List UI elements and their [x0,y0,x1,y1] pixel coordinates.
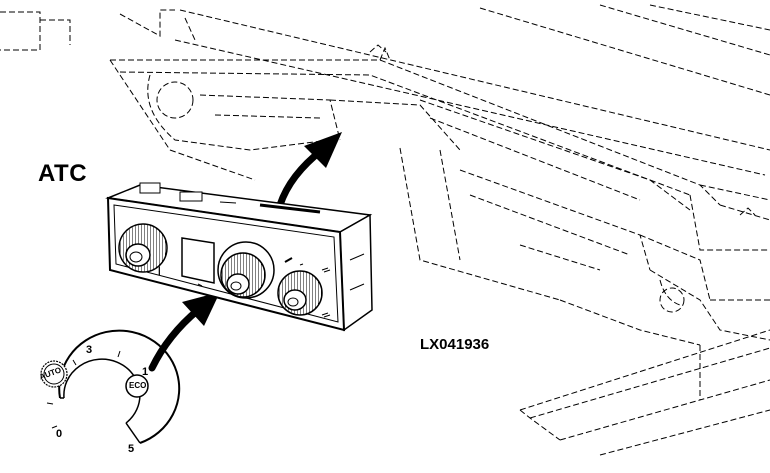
dial-scale-ring [40,329,181,444]
svg-text:ꟾ: ꟾ [158,266,161,277]
eco-label: ECO [129,381,147,390]
center-knob [217,241,275,299]
auto-badge [40,360,68,388]
dashboard-structure [0,4,770,456]
scale-label-5: 5 [128,443,135,455]
scale-label-1: 1 [142,366,149,378]
reference-code: LX041936 [420,336,490,353]
lower-arrow [148,292,220,372]
scale-label-0: 0 [56,428,63,440]
left-knob [118,223,168,273]
eco-badge [125,374,149,398]
upper-arrow [276,132,342,209]
right-knob [277,270,323,316]
scale-label-3: 3 [86,344,93,356]
atc-title: ATC [38,160,88,187]
climate-control-panel: ꟾ [105,182,373,332]
